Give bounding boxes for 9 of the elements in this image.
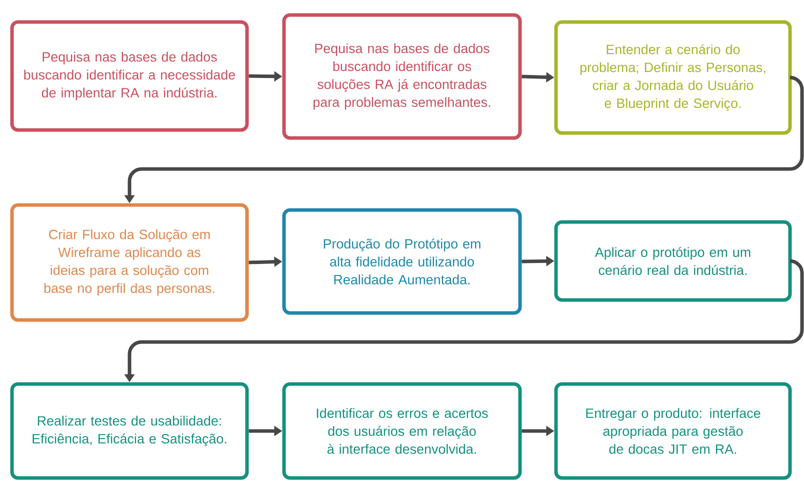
process-box: Entregar o produto: interface apropriada para gestão de docas JIT em RA.	[554, 382, 792, 480]
process-box: Pequisa nas bases de dados buscando identificar os soluções RA já encontradas para problemas semelhantes.	[282, 13, 522, 140]
process-box: Aplicar o protótipo em um cenário real da indústria.	[554, 220, 792, 302]
process-box: Realizar testes de usabilidade: Eficiência, Eficácia e Satisfação.	[10, 382, 249, 480]
process-box: Criar Fluxo da Solução em Wireframe aplicando as ideias para a solução com base no perfil das personas.	[10, 203, 249, 322]
process-box: Entender a cenário do problema; Definir as Personas, criar a Jornada do Usuário e Blueprint de Serviço.	[554, 20, 792, 135]
process-box: Pequisa nas bases de dados buscando identificar a necessidade de implentar RA na indústria.	[10, 20, 249, 132]
process-box: Produção do Protótipo em alta fidelidade utilizando Realidade Aumentada.	[282, 208, 522, 315]
process-box: Identificar os erros e acertos dos usuários em relação à interface desenvolvida.	[282, 382, 522, 480]
